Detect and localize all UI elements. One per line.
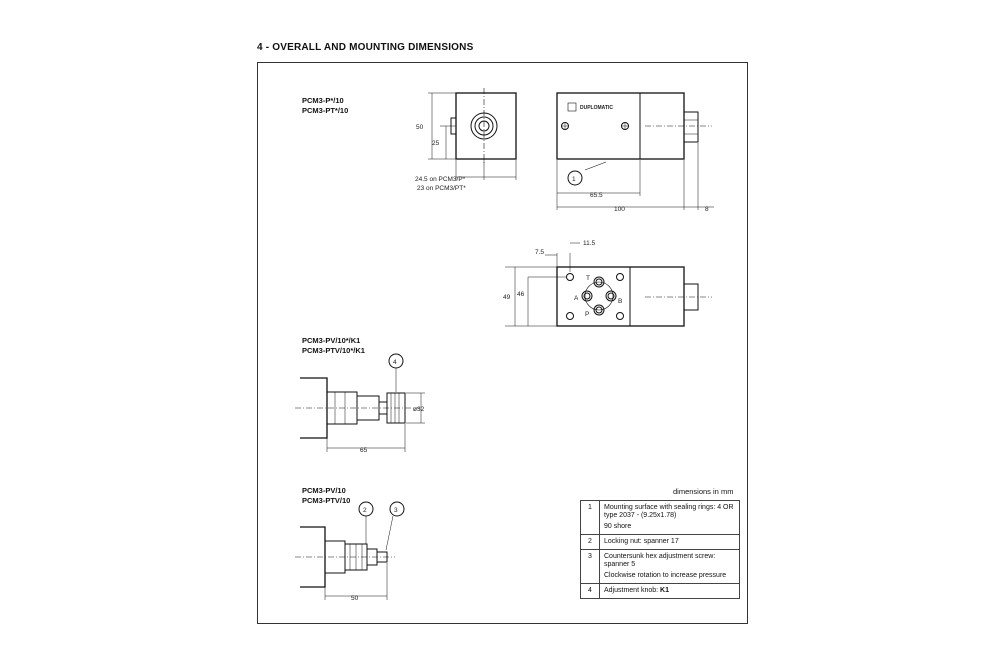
dim-8: 8 <box>705 206 709 213</box>
side-view <box>556 92 714 210</box>
front-view <box>428 88 517 180</box>
legend-number: 4 <box>580 583 600 599</box>
dim-65-5: 65.5 <box>590 192 603 199</box>
legend-table: 1 Mounting surface with sealing rings: 4… <box>580 500 740 599</box>
dim-11-5: 11.5 <box>583 240 596 247</box>
units-note: dimensions in mm <box>673 487 734 496</box>
legend-row: 4 Adjustment knob: K1 <box>580 583 740 599</box>
port-p-label: P <box>585 311 589 318</box>
legend-number: 2 <box>580 534 600 550</box>
callout-circle-3 <box>389 501 405 517</box>
mounting-view <box>505 242 712 327</box>
drawing-frame <box>257 62 748 624</box>
callout-circle-1 <box>567 170 583 186</box>
dim-46: 46 <box>517 291 525 298</box>
dim-50: 50 <box>416 124 424 131</box>
callout-circle-2 <box>358 501 374 517</box>
dim-49: 49 <box>503 294 511 301</box>
legend-number: 3 <box>580 549 600 584</box>
dim-25: 25 <box>432 140 440 147</box>
callout-3: 3 <box>394 507 398 514</box>
pv-view <box>295 515 395 600</box>
callout-4: 4 <box>393 359 397 366</box>
legend-row: 1 Mounting surface with sealing rings: 4… <box>580 500 740 535</box>
dim-100: 100 <box>614 206 625 213</box>
legend-text: Locking nut: spanner 17 <box>599 534 740 550</box>
callout-1: 1 <box>572 176 576 183</box>
port-b-label: B <box>618 298 622 305</box>
dim-note-2: 23 on PCM3/PT* <box>417 185 466 192</box>
legend-row: 2 Locking nut: spanner 17 <box>580 534 740 550</box>
legend-text: Mounting surface with sealing rings: 4 O… <box>599 500 740 535</box>
brand-label: DUPLOMATIC <box>580 105 613 111</box>
dim-50-pv: 50 <box>351 595 359 602</box>
callout-circle-4 <box>388 353 404 369</box>
port-a-label: A <box>574 295 579 302</box>
dim-note-1: 24.5 on PCM3/P* <box>415 176 466 183</box>
section-title: 4 - OVERALL AND MOUNTING DIMENSIONS <box>257 42 474 53</box>
legend-number: 1 <box>580 500 600 535</box>
legend-text: Adjustment knob: K1 <box>599 583 740 599</box>
dim-diameter-32: ø32 <box>413 406 425 413</box>
legend-row: 3 Countersunk hex adjustment screw: span… <box>580 549 740 584</box>
callout-2: 2 <box>363 507 367 514</box>
port-t-label: T <box>586 275 590 282</box>
dim-65: 65 <box>360 447 368 454</box>
dim-7-5: 7.5 <box>535 249 544 256</box>
legend-text: Countersunk hex adjustment screw: spanne… <box>599 549 740 584</box>
pv-k1-view <box>295 368 425 452</box>
